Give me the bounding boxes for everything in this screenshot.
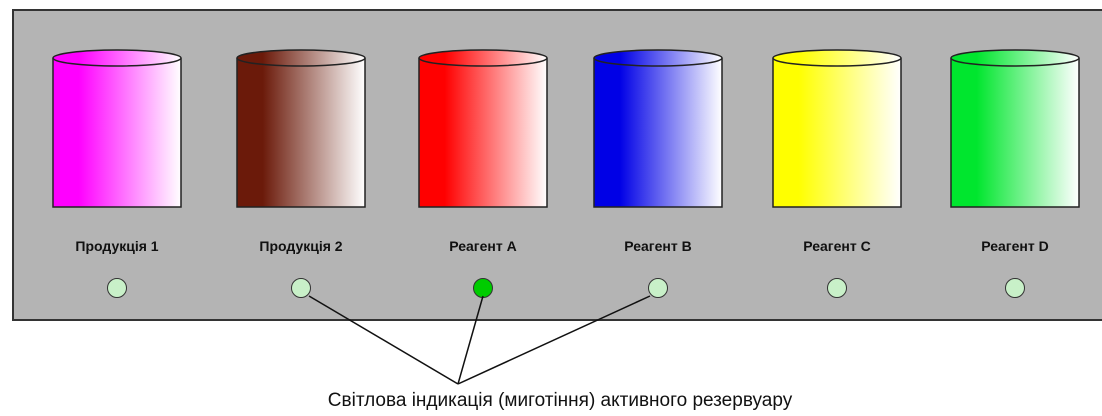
tank-5-indicator-light xyxy=(827,278,847,298)
tank-2-indicator-light xyxy=(291,278,311,298)
tank-6-indicator-light xyxy=(1005,278,1025,298)
tank-5-label: Реагент C xyxy=(803,238,871,254)
tank-1-indicator-light xyxy=(107,278,127,298)
tank-4-cylinder xyxy=(593,49,723,214)
tank-2-cylinder xyxy=(236,49,366,214)
tank-6-cylinder xyxy=(950,49,1080,214)
tank-5-cylinder xyxy=(772,49,902,214)
tank-2-label: Продукція 2 xyxy=(259,238,343,254)
tank-1-label: Продукція 1 xyxy=(75,238,159,254)
tank-4-indicator-light xyxy=(648,278,668,298)
tank-4-label: Реагент B xyxy=(624,238,692,254)
tank-3-indicator-light xyxy=(473,278,493,298)
indicator-caption: Світлова індикація (миготіння) активного… xyxy=(327,390,793,411)
tank-1-cylinder xyxy=(52,49,182,214)
tank-panel: Продукція 1 Продукція 2 Реагент A Реагент B… xyxy=(12,9,1102,321)
tank-6-label: Реагент D xyxy=(981,238,1049,254)
tank-3-cylinder xyxy=(418,49,548,214)
tank-3-label: Реагент A xyxy=(449,238,517,254)
